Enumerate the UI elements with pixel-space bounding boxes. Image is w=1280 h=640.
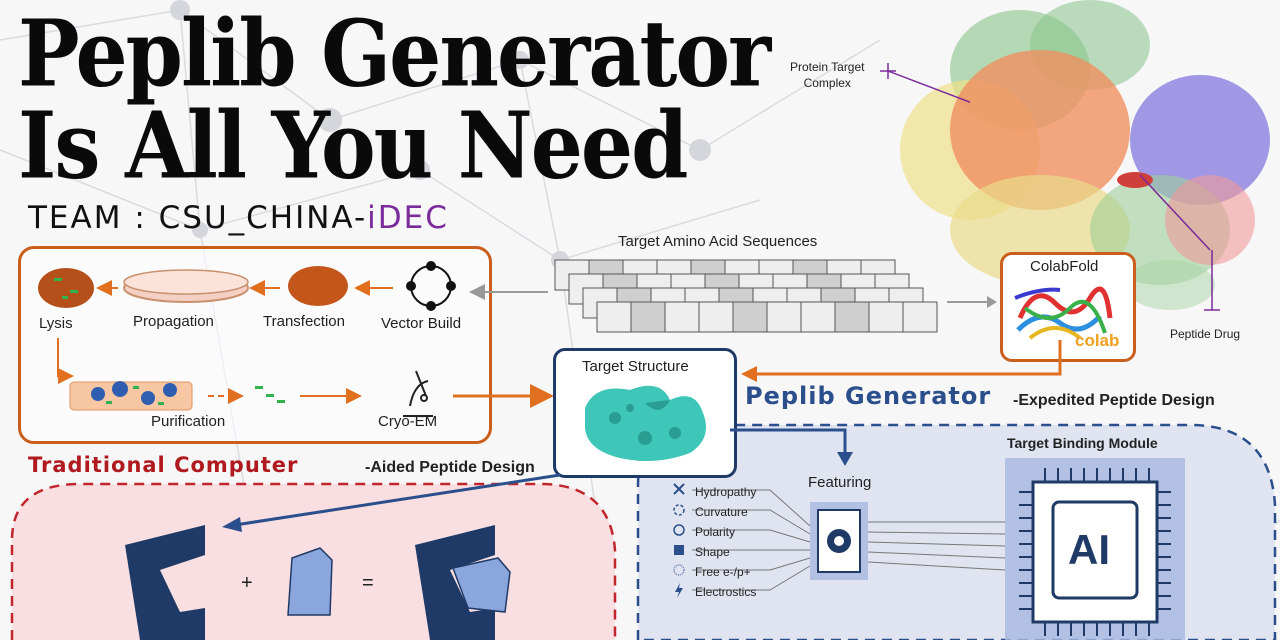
protein-target-pointer (880, 63, 970, 103)
team-prefix: TEAM : CSU_CHINA- (28, 200, 368, 236)
title-line-1: Peplib Generator (18, 0, 771, 108)
equation-equals: = (362, 572, 374, 594)
sequences-label: Target Amino Acid Sequences (618, 233, 818, 250)
peptide-drug-pointer (1204, 250, 1220, 311)
team-label: TEAM : CSU_CHINA-iDEC (28, 200, 449, 236)
wet-lab-diagram (38, 261, 554, 417)
target-structure-label: Target Structure (582, 358, 689, 375)
feature-polarity: Polarity (695, 525, 736, 539)
sequence-cell (800, 301, 836, 333)
ai-chip-image (1005, 458, 1185, 640)
peplib-title: Peplib Generator (745, 382, 992, 410)
feature-curvature: Curvature (695, 505, 748, 519)
peplib-subtitle: -Expedited Peptide Design (1013, 392, 1215, 409)
target-structure-image (585, 385, 707, 462)
step-transfection: Transfection (263, 313, 345, 330)
feature-shape: Shape (695, 545, 730, 559)
team-suffix: iDEC (367, 200, 449, 236)
protein-complex-image (900, 0, 1270, 310)
sequence-cell (902, 301, 938, 333)
step-propagation: Propagation (133, 313, 214, 330)
feature-free-charge: Free e-/p+ (695, 565, 751, 579)
colab-logo: colab (1075, 331, 1120, 350)
protein-target-line-2: Complex (803, 75, 851, 90)
colabfold-box (1000, 252, 1136, 362)
colabfold-to-structure-arrow (741, 340, 1062, 382)
colabfold-structure-image (1014, 286, 1113, 340)
colabfold-label: ColabFold (1030, 258, 1099, 275)
structure-arrows (222, 428, 853, 532)
equation-plus: + (241, 572, 253, 594)
step-vector-build: Vector Build (381, 315, 462, 332)
amino-acid-sequence-grid (554, 259, 938, 333)
featuring-label: Featuring (808, 474, 872, 491)
step-lysis: Lysis (39, 315, 73, 332)
traditional-subtitle: -Aided Peptide Design (365, 459, 535, 476)
protein-target-line-1: Protein Target (790, 60, 865, 74)
sequence-cell (698, 301, 734, 333)
step-cryo-em: Cryo-EM (378, 413, 438, 430)
traditional-title: Traditional Computer (28, 453, 299, 477)
docking-equation (125, 525, 511, 640)
sequence-cell (732, 301, 768, 333)
protein-target-label: Protein Target Complex (790, 60, 865, 91)
step-purification: Purification (151, 413, 226, 430)
peptide-drug-label: Peptide Drug (1170, 327, 1241, 341)
feature-electrostics: Electrostics (695, 585, 757, 599)
sequence-to-colabfold-arrow (947, 296, 997, 308)
ai-chip-label: AI (1068, 526, 1110, 573)
sequence-cell (664, 301, 700, 333)
sequence-cell (596, 301, 632, 333)
featuring-diagram (673, 483, 1006, 598)
binding-module-label: Target Binding Module (1007, 435, 1158, 451)
feature-hydropathy: Hydropathy (695, 485, 757, 499)
title-line-2: Is All You Need (18, 92, 688, 200)
sequence-cell (868, 301, 904, 333)
sequence-cell (630, 301, 666, 333)
sequence-cell (834, 301, 870, 333)
sequence-cell (766, 301, 802, 333)
